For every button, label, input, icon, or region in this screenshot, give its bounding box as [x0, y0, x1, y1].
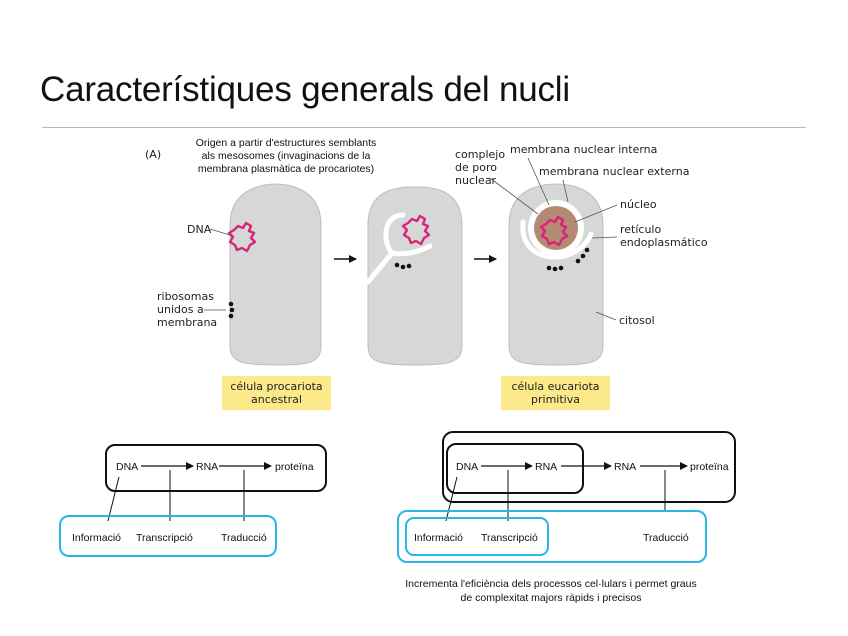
- dna-coil-icon: [227, 221, 257, 253]
- footnote-line-1: Incrementa l'eficiència dels processos c…: [405, 578, 696, 590]
- eukaryote-caption-box: [501, 376, 610, 410]
- eukaryote-flow: DNA RNA RNA proteïna Informació Transcri…: [397, 431, 736, 563]
- flow-node-protein: proteïna: [690, 461, 729, 473]
- process-transcription: Transcripció: [136, 532, 193, 544]
- panel-label: (A): [145, 148, 161, 161]
- pore-complex-label-2: de poro: [455, 161, 497, 174]
- title-divider: [42, 127, 806, 128]
- prokaryote-caption-box: [222, 376, 331, 410]
- dna-label: DNA: [187, 223, 212, 236]
- process-translation: Traducció: [643, 532, 689, 544]
- ribosomes-label-3: membrana: [157, 316, 217, 329]
- nucleus-label: núcleo: [620, 198, 657, 211]
- prokaryote-caption-2: ancestral: [251, 393, 302, 406]
- prokaryote-cell: [227, 183, 322, 366]
- page-title: Característiques generals del nucli: [40, 70, 570, 109]
- process-information: Informació: [72, 532, 121, 544]
- footnote-line-2: de complexitat majors ràpids i precisos: [461, 592, 642, 604]
- intermediate-cell: [365, 186, 463, 366]
- prokaryote-flow: DNA RNA proteïna Informació Transcripció…: [59, 444, 327, 557]
- dna-coil-icon: [539, 215, 569, 247]
- eukaryote-cell: [508, 183, 604, 366]
- origin-note-line-3: membrana plasmàtica de procariotes): [198, 163, 374, 175]
- pore-complex-label-3: nuclear: [455, 174, 497, 187]
- flow-node-dna: DNA: [116, 461, 138, 473]
- process-transcription: Transcripció: [481, 532, 538, 544]
- origin-note-line-1: Origen a partir d'estructures semblants: [196, 137, 377, 149]
- flow-node-rna: RNA: [196, 461, 218, 473]
- flow-node-protein: proteïna: [275, 461, 314, 473]
- flow-node-dna: DNA: [456, 461, 478, 473]
- eukaryote-caption-1: célula eucariota: [511, 380, 599, 393]
- ribosomes-label-1: ribosomas: [157, 290, 214, 303]
- cytosol-label: citosol: [619, 314, 655, 327]
- ribosomes-label-2: unidos a: [157, 303, 204, 316]
- flow-node-rna-cytoplasmic: RNA: [614, 461, 636, 473]
- er-label-2: endoplasmático: [620, 236, 708, 249]
- pore-complex-label-1: complejo: [455, 148, 505, 161]
- origin-note-line-2: als mesosomes (invaginacions de la: [202, 150, 371, 162]
- eukaryote-caption-2: primitiva: [531, 393, 580, 406]
- prokaryote-caption-1: célula procariota: [230, 380, 322, 393]
- outer-membrane-label: membrana nuclear externa: [539, 165, 689, 178]
- inner-membrane-label: membrana nuclear interna: [510, 143, 657, 156]
- flow-node-rna-nuclear: RNA: [535, 461, 557, 473]
- er-label-1: retículo: [620, 223, 661, 236]
- process-information: Informació: [414, 532, 463, 544]
- process-translation: Traducció: [221, 532, 267, 544]
- dna-coil-icon: [401, 214, 431, 246]
